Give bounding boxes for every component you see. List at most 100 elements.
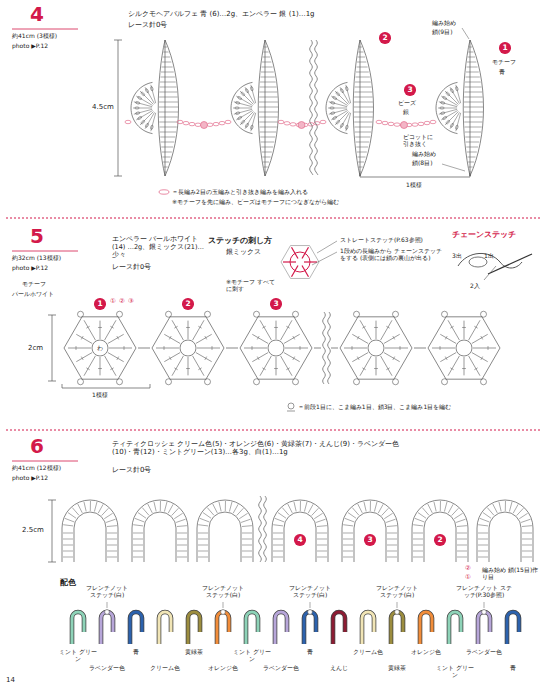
motif-chain-chart <box>358 52 363 53</box>
arch-chart <box>415 518 424 522</box>
arch-chart <box>242 539 252 540</box>
hexagon-motif-chart <box>198 326 201 328</box>
motif-chain-chart <box>298 122 305 129</box>
motif-chain-chart <box>114 176 122 177</box>
arch-chart <box>428 504 433 513</box>
arch-chart <box>413 539 423 540</box>
motif-chain-chart <box>450 123 454 128</box>
hexagon-motif-chart <box>286 368 289 370</box>
arch-chart <box>133 551 143 552</box>
arch-chart <box>177 545 187 546</box>
motif-chain-chart <box>466 147 478 148</box>
header-rule <box>12 29 78 461</box>
hexagon-motif-chart <box>481 379 487 385</box>
hexagon-motif-chart <box>254 379 260 385</box>
motif-chain-chart <box>161 142 174 143</box>
arch-chart <box>454 513 462 518</box>
color-sample <box>159 612 171 644</box>
color-sample <box>159 612 171 644</box>
motif-chain-chart <box>359 47 362 48</box>
hexagon-motif-chart <box>166 311 172 317</box>
motif-chain-chart <box>237 96 242 100</box>
hexagon-motif-chart <box>172 320 184 340</box>
motif-chain-chart <box>290 123 296 126</box>
arch-chart <box>177 557 187 558</box>
arch-chart <box>62 500 118 562</box>
arch-chart <box>144 512 176 562</box>
arch-chart <box>102 508 109 515</box>
color-sample <box>304 612 316 644</box>
arch-chart <box>242 551 252 552</box>
arch-chart <box>198 545 208 546</box>
arch-chart <box>63 539 73 540</box>
arch-chart <box>314 513 322 518</box>
hexagon-motif-chart <box>193 320 205 340</box>
stitch-guide <box>281 241 532 280</box>
annotation: 3出 <box>452 252 462 259</box>
motif-chain-chart <box>260 82 276 83</box>
page-number: 14 <box>6 676 15 684</box>
hexagon-motif-chart <box>76 346 77 350</box>
arch-chart <box>177 551 187 552</box>
stitch-guide <box>317 241 337 253</box>
motif-chain-chart <box>330 112 335 115</box>
motif-chain-chart <box>464 97 482 98</box>
motif-chain-chart <box>326 82 347 133</box>
motif-chain-chart <box>262 157 270 158</box>
motif-chain-chart <box>336 120 341 125</box>
dimension: 1模様 <box>406 181 422 188</box>
hexagon-motif-chart <box>117 311 123 317</box>
hexagon-motif-chart <box>276 321 277 339</box>
motif-chain-chart <box>164 172 166 173</box>
motif-chain-chart <box>356 142 369 143</box>
motif-chain-chart <box>234 102 252 107</box>
color-sample <box>72 612 84 644</box>
hexagon-motif-chart <box>188 321 189 339</box>
motif-chain-chart <box>261 67 272 68</box>
hexagon-motif-chart <box>257 336 259 339</box>
motif-chain-chart <box>464 112 483 113</box>
hexagon-motif-chart <box>64 317 136 379</box>
arch-chart <box>457 539 467 540</box>
arch-chart <box>63 557 73 558</box>
motif-chain-chart <box>467 157 475 158</box>
hexagon-motif-chart <box>344 348 367 349</box>
arch-chart <box>480 518 489 522</box>
hexagon-motif-chart <box>52 315 53 381</box>
stitch-guide <box>281 246 319 279</box>
arch-chart <box>177 539 187 540</box>
motif-chain-chart <box>259 112 278 113</box>
hexagon-motif-chart <box>108 353 124 362</box>
arch-chart <box>343 551 353 552</box>
arch-chart <box>138 513 146 519</box>
motif-chain-chart <box>159 92 177 93</box>
motif-chain-chart <box>469 167 473 168</box>
hexagon-motif-chart <box>186 368 190 369</box>
motif-chain-chart <box>261 72 274 73</box>
motif-chain-chart <box>382 121 388 124</box>
motif-chain-chart <box>360 173 361 177</box>
callout-number: 2 <box>185 300 190 308</box>
motif-chain-chart <box>263 57 270 58</box>
hexagon-motif-chart <box>262 326 265 328</box>
motif-chain-chart <box>137 96 142 100</box>
hexagon-motif-chart <box>462 327 466 328</box>
motif-chain-chart <box>466 72 479 73</box>
hexagon-motif-chart <box>376 321 377 339</box>
arch-chart <box>493 504 498 513</box>
motif-chain-chart <box>161 72 174 73</box>
arch-chart <box>174 513 182 518</box>
motif-chain-chart <box>439 102 457 107</box>
hexagon-motif-chart <box>86 368 89 370</box>
color-sample <box>246 612 258 644</box>
arch-chart <box>259 496 262 562</box>
motif-chain-chart <box>465 82 481 83</box>
motif-chain-chart <box>151 113 156 131</box>
arch-chart <box>477 500 533 562</box>
motif-chain-chart <box>160 132 176 133</box>
callout-number: 3 <box>407 86 412 94</box>
color-name: オレンジ色 <box>407 648 445 655</box>
motif-chain-chart <box>284 122 290 125</box>
motif-chain-chart <box>159 97 177 98</box>
hexagon-motif-chart <box>393 336 395 339</box>
